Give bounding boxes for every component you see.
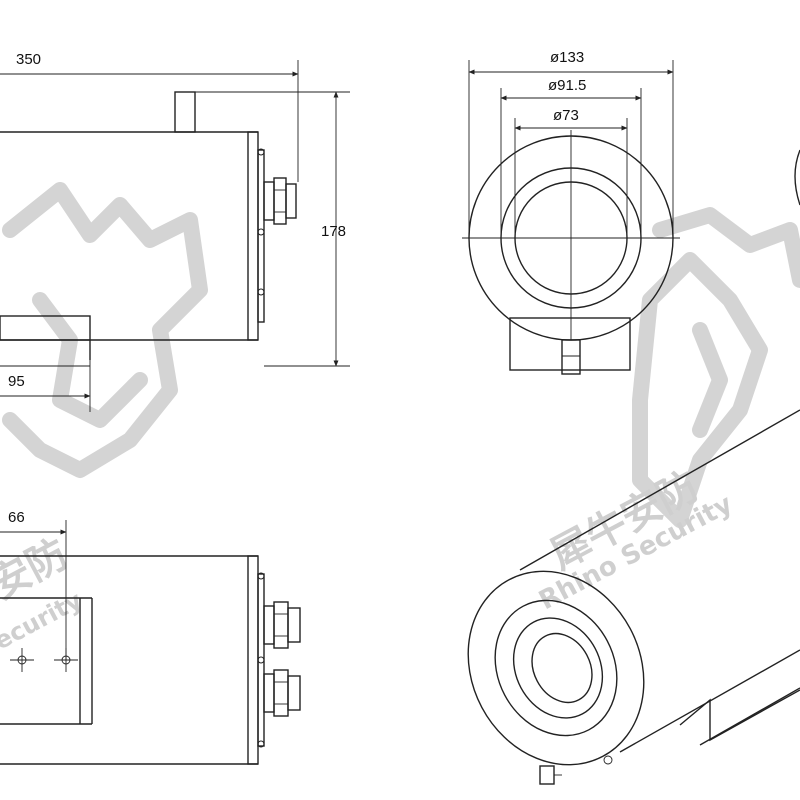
side-view: 350 178 95 (0, 51, 350, 412)
rear-cap (247, 131, 259, 341)
dim-window-diameter-label: ø73 (553, 107, 579, 124)
cable-gland-icon (263, 177, 297, 225)
dim-bracket-offset-label: 95 (8, 373, 25, 390)
dim-middle-diameter-label: ø91.5 (548, 77, 586, 94)
dim-mount-offset-label: 66 (8, 509, 25, 526)
sunshield-tab (174, 91, 196, 133)
watermark-logo-right (632, 207, 800, 528)
mount-hole-icon (10, 648, 34, 672)
cable-gland-lower-icon (263, 669, 301, 717)
dim-length-label: 350 (16, 51, 41, 68)
partial-view-edge (794, 149, 800, 206)
front-view: ø133 ø91.5 ø73 (462, 49, 680, 375)
bottom-view: 66 (0, 509, 301, 765)
cable-gland-upper-icon (263, 601, 301, 649)
mount-bracket (0, 315, 91, 341)
adjust-knob-icon (539, 755, 613, 785)
isometric-view (467, 409, 800, 785)
watermark-logo-left (2, 182, 208, 478)
front-base-bracket (509, 317, 631, 371)
dim-outer-diameter-label: ø133 (550, 49, 584, 66)
dim-height-label: 178 (321, 223, 346, 240)
bottom-rear-cap (247, 555, 259, 765)
